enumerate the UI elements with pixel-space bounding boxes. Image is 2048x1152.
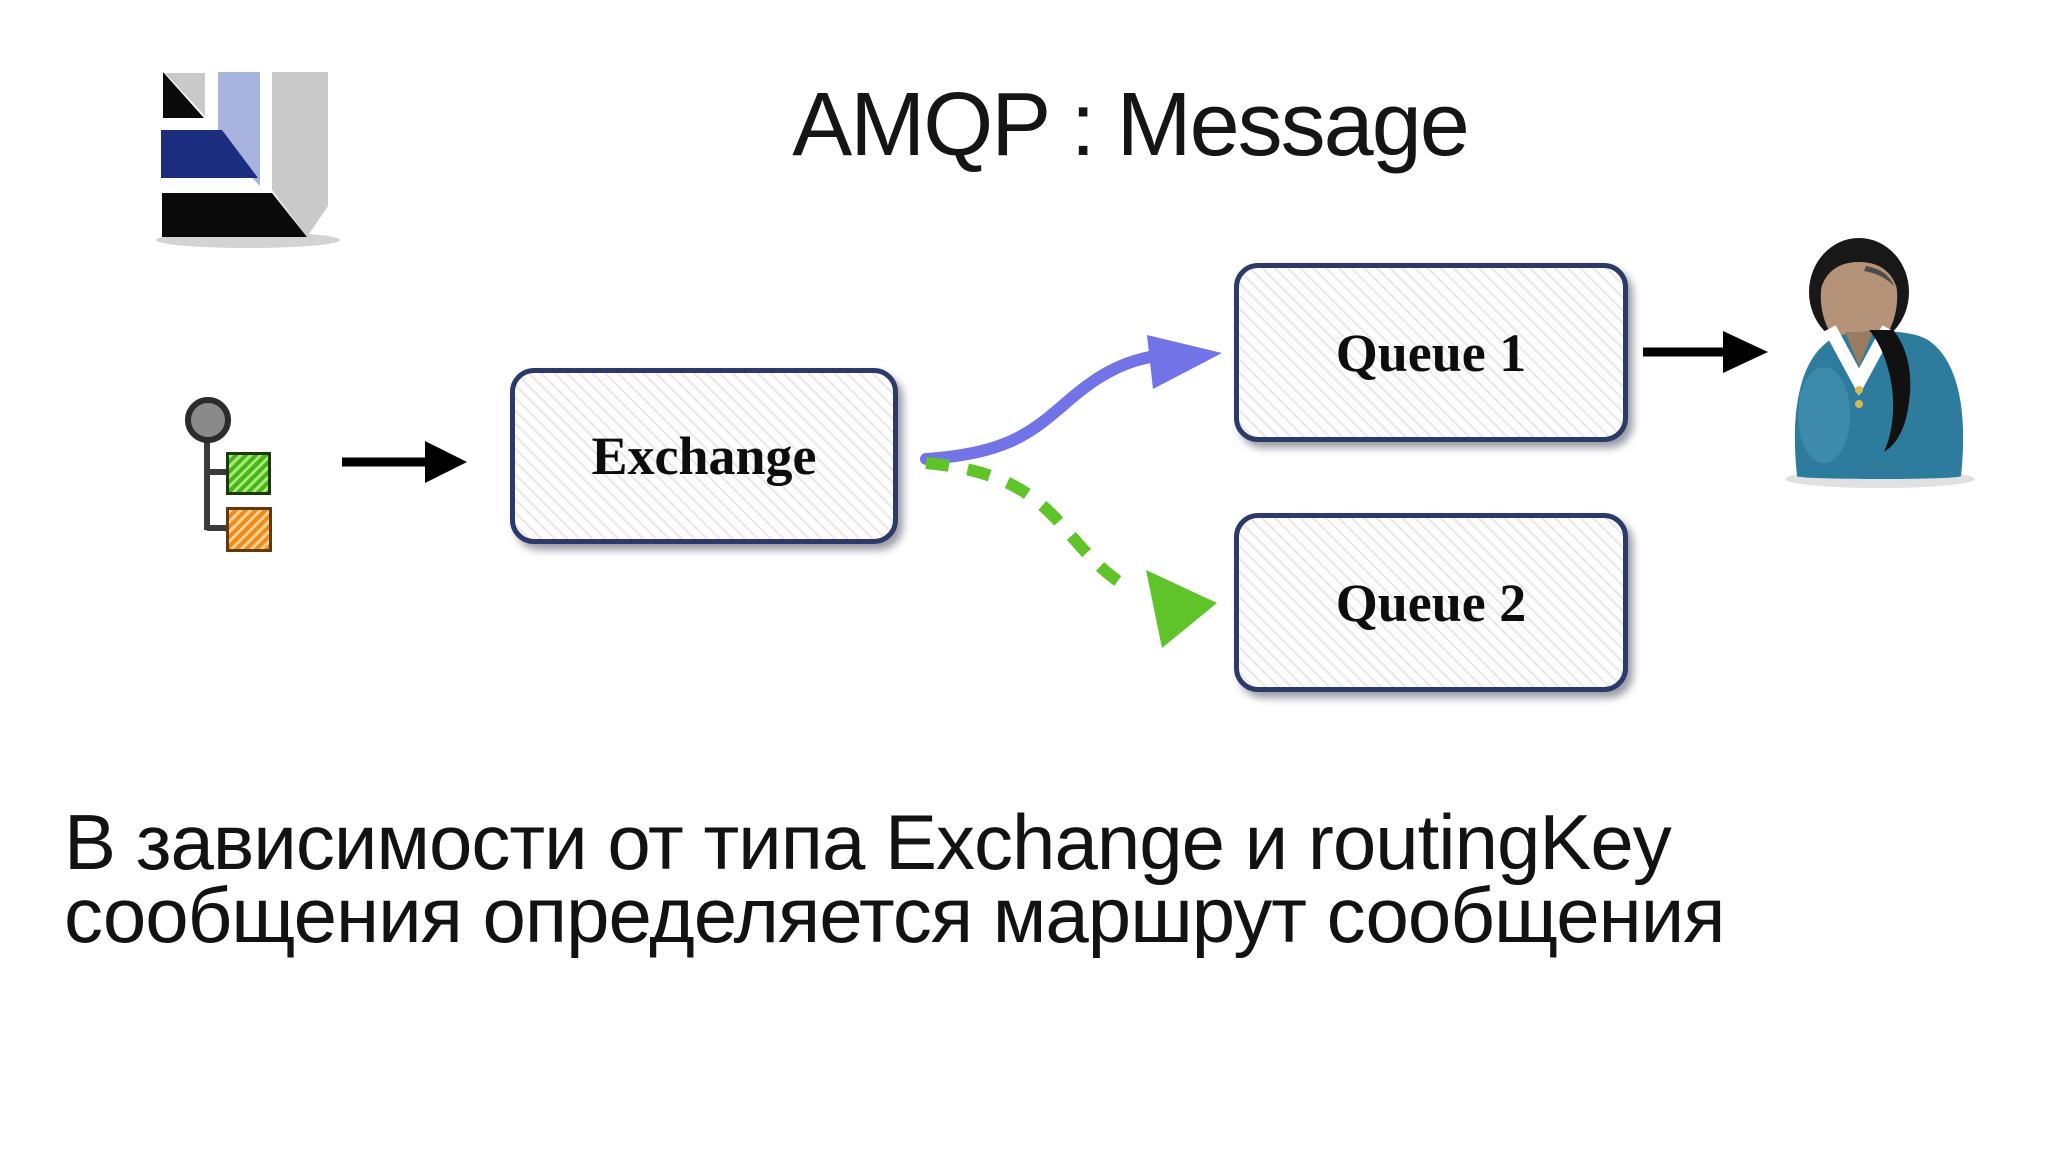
dashed-route-arrow bbox=[925, 457, 1217, 648]
queue2-node-label: Queue 2 bbox=[1335, 572, 1527, 633]
queue1-node: Queue 1 bbox=[1234, 263, 1628, 442]
exchange-node: Exchange bbox=[510, 368, 898, 544]
person-avatar-icon bbox=[1785, 238, 1975, 488]
queue1-node-label: Queue 1 bbox=[1335, 322, 1527, 383]
arrow-producer-to-exchange bbox=[342, 441, 467, 483]
company-logo bbox=[156, 72, 340, 248]
slide-caption: В зависимости от типа Exchange и routing… bbox=[64, 798, 1726, 959]
page-title: AMQP : Message bbox=[792, 75, 1470, 175]
caption-line-1: В зависимости от типа Exchange и routing… bbox=[64, 798, 1672, 886]
orange-binding-square-icon bbox=[226, 507, 272, 552]
arrow-queue1-to-consumer bbox=[1643, 331, 1768, 373]
caption-line-2: сообщения определяется маршрут сообщения bbox=[64, 871, 1726, 959]
green-binding-square-icon bbox=[226, 452, 271, 495]
solid-route-arrow bbox=[920, 335, 1222, 465]
queue2-node: Queue 2 bbox=[1234, 513, 1628, 692]
exchange-node-label: Exchange bbox=[591, 426, 817, 486]
routing-tree-icon bbox=[185, 397, 231, 531]
